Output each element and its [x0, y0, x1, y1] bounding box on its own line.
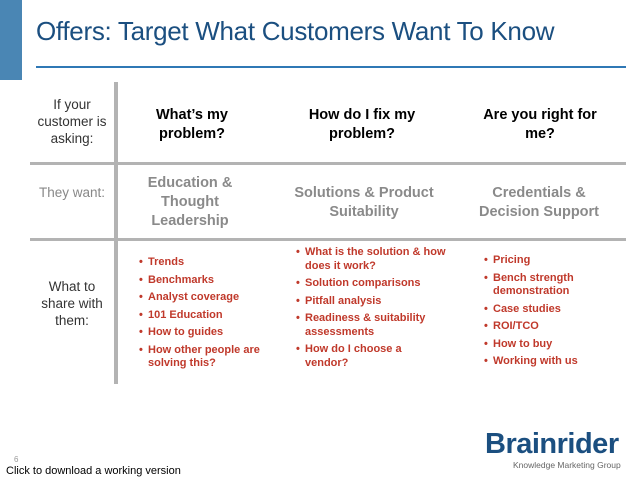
- list-item: How do I choose a vendor?: [296, 343, 446, 370]
- row-divider-1: [30, 162, 626, 165]
- list-item: How to buy: [484, 338, 602, 352]
- question-col-2: How do I fix my problem?: [308, 107, 416, 142]
- want-col-1: Education & Thought Leadership: [147, 175, 233, 229]
- list-item: Trends: [139, 256, 261, 270]
- share-list-col-2: What is the solution & how does it work?…: [296, 246, 446, 374]
- list-item: How other people are solving this?: [139, 344, 261, 371]
- row-label-asking: If your customer is asking:: [37, 97, 107, 146]
- row-label-share: What to share with them:: [41, 279, 103, 328]
- brainrider-logo: Brainrider Knowledge Marketing Group: [485, 428, 625, 472]
- list-item: Working with us: [484, 355, 602, 369]
- list-item: What is the solution & how does it work?: [296, 246, 446, 273]
- question-col-1: What’s my problem?: [156, 107, 228, 142]
- want-col-3: Credentials & Decision Support: [478, 185, 600, 220]
- list-item: 101 Education: [139, 309, 261, 323]
- logo-tagline: Knowledge Marketing Group: [513, 460, 621, 470]
- list-item: Bench strength demonstration: [484, 272, 602, 299]
- row-divider-2: [30, 238, 626, 241]
- vertical-divider: [114, 82, 118, 384]
- list-item: Pricing: [484, 254, 602, 268]
- list-item: ROI/TCO: [484, 320, 602, 334]
- share-list-col-3: Pricing Bench strength demonstration Cas…: [484, 254, 602, 373]
- question-col-3: Are you right for me?: [483, 107, 597, 142]
- list-item: Benchmarks: [139, 274, 261, 288]
- slide-title: Offers: Target What Customers Want To Kn…: [36, 16, 555, 46]
- row-label-want: They want:: [38, 185, 106, 200]
- want-col-2: Solutions & Product Suitability: [294, 185, 434, 220]
- title-underline: [36, 66, 626, 68]
- logo-wordmark: Brainrider: [485, 428, 619, 460]
- accent-bar: [0, 0, 22, 80]
- list-item: Solution comparisons: [296, 277, 446, 291]
- download-link[interactable]: Click to download a working version: [6, 465, 181, 477]
- page-number: 6: [14, 455, 19, 464]
- list-item: How to guides: [139, 326, 261, 340]
- list-item: Pitfall analysis: [296, 295, 446, 309]
- share-list-col-1: Trends Benchmarks Analyst coverage 101 E…: [139, 256, 261, 375]
- list-item: Case studies: [484, 303, 602, 317]
- list-item: Readiness & suitability assessments: [296, 312, 446, 339]
- list-item: Analyst coverage: [139, 291, 261, 305]
